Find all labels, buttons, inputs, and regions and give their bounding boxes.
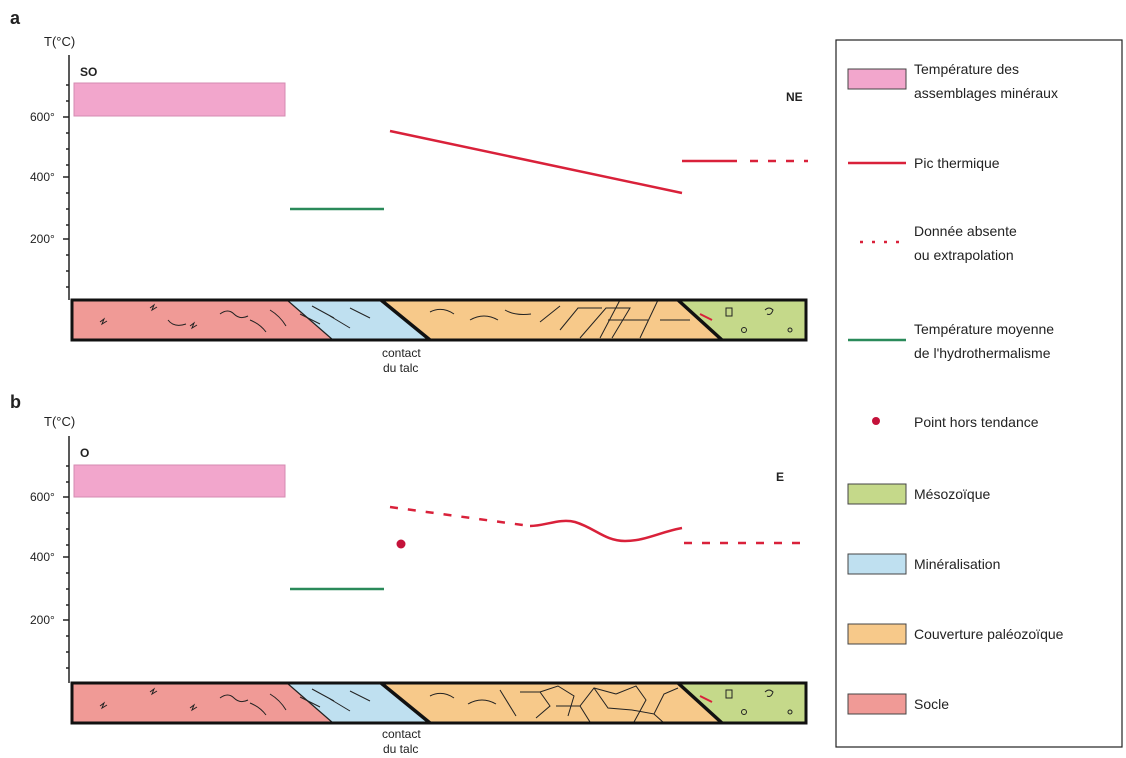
- legend-label: ou extrapolation: [914, 247, 1014, 263]
- cross-section: [70, 298, 808, 342]
- tick-label-400: 400°: [30, 170, 55, 184]
- panel-a: a T(°C) 600° 400° 200° SO NE: [10, 8, 808, 375]
- y-axis-label: T(°C): [44, 34, 75, 49]
- legend-label: Température moyenne: [914, 321, 1054, 337]
- legend-item-missing-data: Donnée absente ou extrapolation: [860, 223, 1017, 263]
- legend-label: Mésozoïque: [914, 486, 990, 502]
- legend-swatch: [847, 68, 907, 90]
- legend-label: de l'hydrothermalisme: [914, 345, 1051, 361]
- cross-section-frame: [70, 298, 808, 342]
- legend: Température des assemblages minéraux Pic…: [835, 39, 1123, 748]
- mineral-temperature-box: [73, 82, 286, 117]
- panel-b: b T(°C) 600° 400° 200° O E: [10, 392, 808, 756]
- y-ticks: [63, 465, 69, 669]
- paleozoic-cover-unit: [381, 683, 722, 723]
- legend-swatch: [847, 483, 907, 505]
- legend-label: Point hors tendance: [914, 414, 1039, 430]
- mesozoic-unit: [678, 683, 806, 723]
- legend-label: Socle: [914, 696, 949, 712]
- paleozoic-cover-unit: [381, 300, 722, 340]
- extrapolation-line: [389, 505, 531, 528]
- legend-item-hydrothermal: Température moyenne de l'hydrothermalism…: [848, 321, 1054, 361]
- legend-swatch: [847, 623, 907, 645]
- legend-label: Température des: [914, 61, 1019, 77]
- basement-unit: [72, 300, 333, 340]
- legend-item-basement: Socle: [847, 693, 949, 715]
- thermal-peak-curve: [529, 519, 683, 543]
- legend-item-mineralisation: Minéralisation: [847, 553, 1000, 575]
- y-axis-label: T(°C): [44, 414, 75, 429]
- mesozoic-unit: [678, 300, 806, 340]
- legend-item-paleozoic-cover: Couverture paléozoïque: [847, 623, 1064, 645]
- legend-swatch: [847, 553, 907, 575]
- talc-contact-label-line1: contact: [382, 346, 421, 360]
- direction-right: NE: [786, 90, 803, 104]
- legend-item-mineral-temperature: Température des assemblages minéraux: [847, 61, 1058, 101]
- talc-contact-label-line2: du talc: [383, 361, 418, 375]
- direction-right: E: [776, 470, 784, 484]
- y-ticks: [63, 84, 69, 288]
- talc-contact-label-line1: contact: [382, 727, 421, 741]
- cross-section-frame: [70, 681, 808, 725]
- tick-label-600: 600°: [30, 490, 55, 504]
- basement-unit: [72, 683, 333, 723]
- panel-letter: b: [10, 392, 21, 412]
- talc-contact-line: [379, 681, 432, 725]
- talc-contact-label-line2: du talc: [383, 742, 418, 756]
- tick-label-200: 200°: [30, 613, 55, 627]
- cross-section: [70, 681, 808, 725]
- legend-label: Pic thermique: [914, 155, 1000, 171]
- tick-label-400: 400°: [30, 550, 55, 564]
- direction-left: O: [80, 446, 89, 460]
- legend-swatch: [847, 693, 907, 715]
- mineral-temperature-box: [73, 464, 286, 498]
- tick-label-200: 200°: [30, 232, 55, 246]
- legend-item-thermal-peak: Pic thermique: [848, 155, 1000, 171]
- legend-label: Minéralisation: [914, 556, 1000, 572]
- outlier-point: [396, 539, 406, 549]
- mineralisation-unit: [287, 300, 430, 340]
- tick-label-600: 600°: [30, 110, 55, 124]
- legend-label: Donnée absente: [914, 223, 1017, 239]
- mineralisation-unit: [287, 683, 430, 723]
- legend-swatch: [872, 417, 880, 425]
- legend-item-mesozoic: Mésozoïque: [847, 483, 990, 505]
- legend-item-outlier: Point hors tendance: [872, 414, 1039, 430]
- thermal-peak-line: [389, 129, 683, 195]
- panel-letter: a: [10, 8, 21, 28]
- talc-contact-line: [379, 298, 432, 342]
- legend-label: Couverture paléozoïque: [914, 626, 1064, 642]
- direction-left: SO: [80, 65, 97, 79]
- legend-label: assemblages minéraux: [914, 85, 1058, 101]
